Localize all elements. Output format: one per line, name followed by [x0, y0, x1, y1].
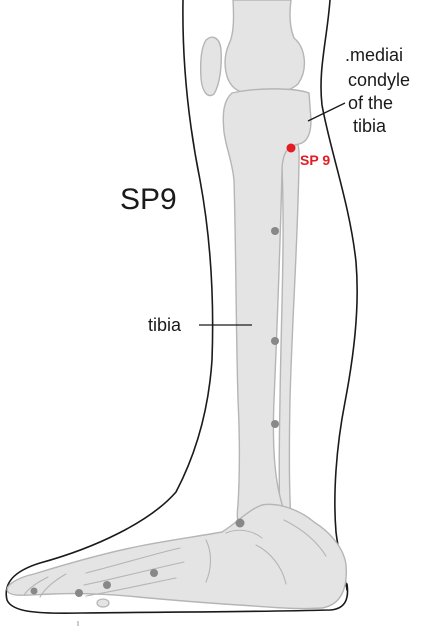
- patella: [199, 36, 222, 97]
- reference-points: [30, 227, 279, 597]
- femur: [224, 0, 305, 95]
- leg-outline-front: [320, 0, 358, 591]
- metatarsal-line-2: [83, 561, 185, 586]
- condyle-label-line-1: .mediai: [345, 45, 403, 65]
- point-dot: [103, 581, 111, 589]
- point-code-title: SP9: [120, 183, 177, 216]
- fibula: [277, 129, 300, 523]
- bones: [6, 0, 347, 610]
- cuboid-line: [255, 544, 287, 585]
- condyle-label-line-2: condyle: [348, 70, 410, 90]
- metatarsal-line-1: [85, 547, 181, 574]
- foot-bones: [6, 503, 347, 610]
- bone-details: [23, 519, 327, 598]
- point-dot: [271, 420, 279, 428]
- calcaneus-line: [283, 519, 327, 557]
- point-dot: [75, 589, 83, 597]
- point-dot: [271, 227, 279, 235]
- tibia-label: tibia: [148, 315, 182, 335]
- navicular-line: [205, 539, 212, 583]
- leg-outline-back: [5, 0, 349, 615]
- leg-outline: [5, 0, 358, 615]
- condyle-leader-line: [307, 102, 346, 122]
- sesamoid-bone: [96, 598, 110, 608]
- talus-line: [225, 529, 263, 539]
- toe-line: [23, 576, 49, 596]
- point-dot: [30, 587, 38, 595]
- point-dot: [150, 569, 158, 577]
- toe-line-2: [39, 573, 67, 598]
- condyle-label-line-4: tibia: [353, 116, 387, 136]
- sp9-point-marker: [286, 143, 296, 153]
- point-dot: [271, 337, 279, 345]
- point-dot: [235, 518, 245, 528]
- condyle-label: .mediai condyle of the tibia: [345, 45, 410, 136]
- sp9-marker-label: SP 9: [300, 152, 330, 168]
- condyle-label-line-3: of the: [348, 93, 393, 113]
- metatarsal-line-3: [85, 577, 177, 597]
